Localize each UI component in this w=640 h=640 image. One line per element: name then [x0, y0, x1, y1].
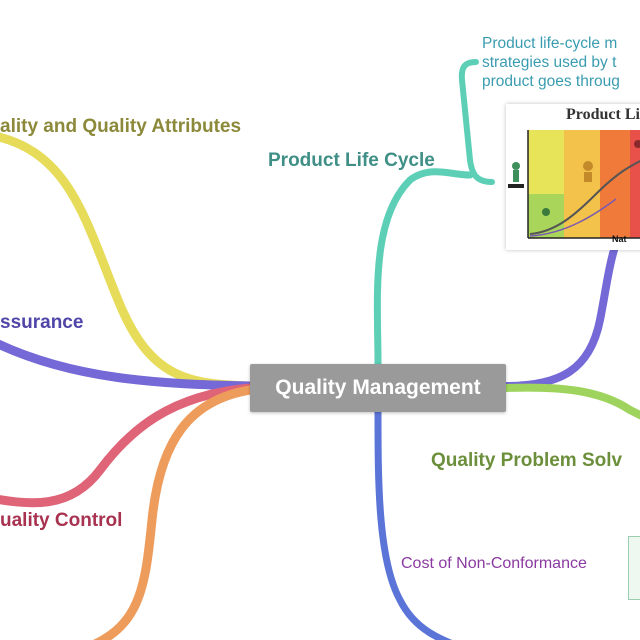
branch-orange [92, 385, 255, 640]
central-topic-label: Quality Management [275, 376, 481, 399]
thumbnail-axis-label: Nat [612, 234, 627, 244]
label-product-life-cycle[interactable]: Product Life Cycle [268, 150, 435, 171]
note-line-3: product goes throug [482, 73, 620, 90]
label-quality-control[interactable]: uality Control [0, 510, 123, 531]
branch-quality-attributes [0, 132, 255, 391]
label-assurance[interactable]: ssurance [0, 312, 84, 333]
branch-product-life-cycle [373, 168, 474, 368]
branch-cost-non-conformance [374, 408, 453, 640]
note-line-2: strategies used by t [482, 54, 617, 71]
product-life-cycle-image[interactable]: Product Life Nat [506, 104, 640, 250]
note-bracket [458, 59, 495, 185]
branch-quality-control [0, 383, 255, 508]
cost-non-conformance-attachment[interactable] [628, 536, 640, 600]
thumbnail-title: Product Life [566, 106, 640, 123]
note-line-1: Product life-cycle m [482, 35, 618, 52]
central-topic[interactable]: Quality Management [250, 364, 506, 412]
branch-assurance [0, 339, 255, 391]
label-quality-attributes[interactable]: ality and Quality Attributes [0, 116, 242, 137]
label-quality-problem-solving[interactable]: Quality Problem Solv [431, 450, 623, 471]
branch-image-purple [502, 246, 618, 390]
label-cost-non-conformance[interactable]: Cost of Non-Conformance [401, 555, 587, 572]
product-life-cycle-note[interactable]: Product life-cycle m strategies used by … [482, 34, 640, 91]
product-life-cycle-graphic [508, 130, 640, 239]
branch-quality-problem-solving [502, 383, 640, 420]
